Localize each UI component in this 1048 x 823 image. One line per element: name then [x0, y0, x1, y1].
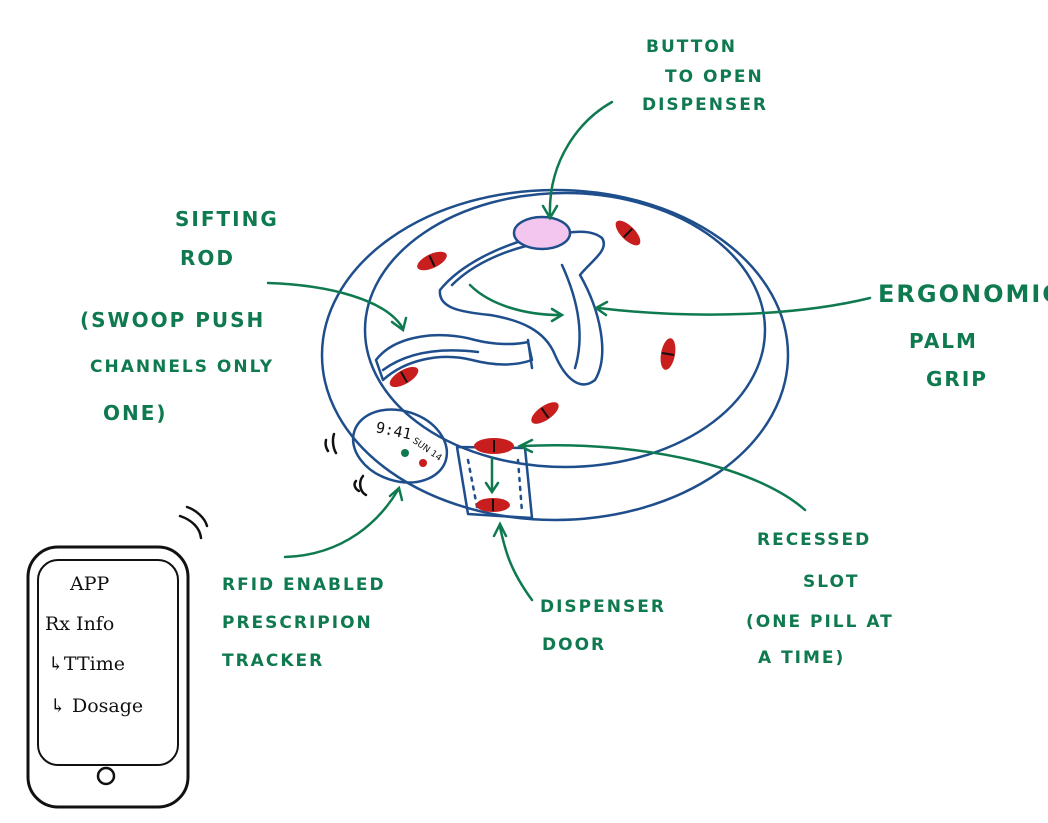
svg-text:ERGONOMIC: ERGONOMIC: [878, 280, 1048, 308]
svg-text:BUTTON: BUTTON: [646, 37, 737, 57]
svg-text:PRESCRIPION: PRESCRIPION: [222, 613, 373, 633]
phone-line-dosage: ↳ Dosage: [50, 695, 143, 717]
label-rfid: RFID ENABLED PRESCRIPION TRACKER: [222, 575, 386, 671]
svg-text:(SWOOP PUSH: (SWOOP PUSH: [80, 308, 265, 332]
svg-text:RECESSED: RECESSED: [757, 530, 871, 550]
svg-text:TRACKER: TRACKER: [222, 651, 324, 671]
pills: [389, 220, 676, 424]
svg-text:A TIME): A TIME): [758, 648, 845, 668]
label-ergonomic: ERGONOMIC PALM GRIP: [878, 280, 1048, 391]
svg-text:RFID ENABLED: RFID ENABLED: [222, 575, 386, 595]
dispenser-body: 9:41 SUN 14: [320, 188, 790, 522]
svg-text:GRIP: GRIP: [926, 367, 988, 391]
svg-text:CHANNELS ONLY: CHANNELS ONLY: [90, 357, 274, 377]
label-sifting-rod: SIFTING ROD: [175, 207, 279, 270]
outer-rim: [320, 188, 790, 522]
wireless-signal: [178, 432, 368, 540]
svg-text:DISPENSER: DISPENSER: [540, 597, 666, 617]
phone-line-time: ↳TTime: [48, 653, 125, 675]
inner-bowl: [363, 191, 767, 469]
display-date: SUN 14: [410, 436, 443, 463]
label-swoop: (SWOOP PUSH CHANNELS ONLY ONE): [80, 308, 274, 425]
svg-text:DOOR: DOOR: [542, 635, 606, 655]
svg-text:DISPENSER: DISPENSER: [642, 95, 768, 115]
home-button-icon[interactable]: [96, 766, 116, 786]
svg-text:SIFTING: SIFTING: [175, 207, 279, 231]
recessed-slot: [455, 438, 534, 520]
label-button: BUTTON TO OPEN DISPENSER: [642, 37, 768, 115]
open-button[interactable]: [512, 215, 572, 251]
svg-text:(ONE PILL AT: (ONE PILL AT: [746, 612, 894, 632]
phone-line-rx: Rx Info: [45, 613, 114, 635]
leader-arrows: [266, 100, 872, 602]
phone-line-app: APP: [69, 573, 110, 595]
phone-screen: [37, 559, 179, 766]
svg-text:SLOT: SLOT: [803, 572, 860, 592]
label-dispenser-door: DISPENSER DOOR: [540, 597, 666, 655]
phone-app: APP Rx Info ↳TTime ↳ Dosage: [26, 545, 190, 809]
label-recessed-slot: RECESSED SLOT (ONE PILL AT A TIME): [746, 530, 894, 668]
svg-text:ONE): ONE): [103, 401, 168, 425]
svg-text:ROD: ROD: [180, 246, 235, 270]
ergonomic-palm-grip: [438, 230, 606, 386]
svg-text:PALM: PALM: [909, 329, 978, 353]
phone-outer: [26, 545, 190, 809]
display-time: 9:41: [374, 418, 413, 443]
svg-text:TO OPEN: TO OPEN: [665, 67, 764, 87]
